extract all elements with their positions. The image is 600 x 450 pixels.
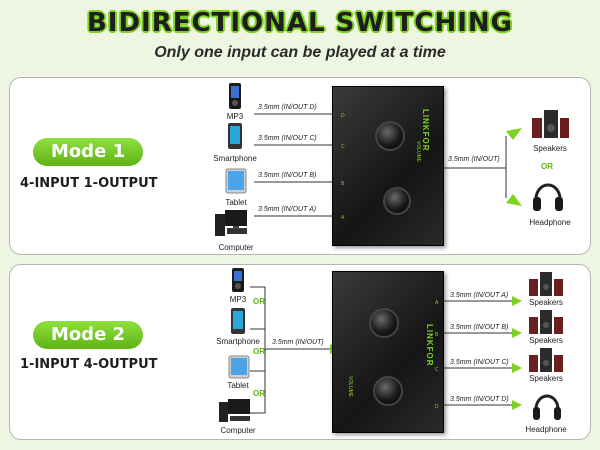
speakers-icon (529, 348, 563, 372)
mode2-switch-device: LINKFOR VOLUME A B C D (332, 271, 444, 433)
selector-knob (369, 308, 399, 338)
tablet-icon (228, 355, 250, 379)
mode2-device-label: Computer (220, 426, 256, 435)
mode2-output-label: Headphone (525, 425, 567, 434)
mode2-panel: Mode 2 1-INPUT 4-OUTPUT MP3 OR S (9, 264, 591, 440)
headphone-icon (533, 394, 561, 420)
mode2-output-label: Speakers (529, 374, 563, 383)
mode1-device-label: Tablet (225, 198, 247, 207)
mode1-cable-label: 3.5mm (IN/OUT C) (258, 135, 317, 142)
mode1-switch-device: LINKFOR VOLUME D C B A (332, 86, 444, 246)
mode1-output-cable-label: 3.5mm (IN/OUT) (448, 156, 500, 163)
volume-knob (375, 121, 405, 151)
brand-logo: LINKFOR (421, 109, 430, 152)
port-letter: C (341, 144, 345, 150)
computer-icon (215, 210, 247, 236)
mode2-device-label: Tablet (227, 381, 249, 390)
brand-logo: LINKFOR (425, 324, 434, 367)
mode1-device-label: Smartphone (213, 154, 257, 163)
smartphone-icon (228, 123, 242, 149)
mp3-player-icon (229, 83, 241, 109)
port-letter: D (435, 404, 439, 410)
port-letter: B (435, 332, 439, 338)
mode1-pill: Mode 1 (33, 138, 143, 166)
tablet-icon (225, 168, 247, 194)
volume-label: VOLUME (347, 376, 353, 398)
mode2-cable-label: 3.5mm (IN/OUT D) (450, 396, 509, 403)
port-letter: A (435, 300, 439, 306)
speakers-icon (529, 272, 563, 296)
computer-icon (219, 399, 250, 422)
mode2-input-cable-label: 3.5mm (IN/OUT) (272, 339, 324, 346)
mode2-or-label: OR (253, 297, 265, 306)
selector-knob (383, 187, 411, 215)
mode1-output-label: Speakers (533, 144, 567, 153)
mode1-cable-label: 3.5mm (IN/OUT B) (258, 172, 317, 179)
mode1-device-label: Computer (218, 243, 254, 252)
volume-label: VOLUME (415, 141, 421, 163)
mode2-device-label: Smartphone (216, 337, 260, 346)
mode2-output-label: Speakers (529, 298, 563, 307)
mode2-or-label: OR (253, 347, 265, 356)
mode2-subtitle: 1-INPUT 4-OUTPUT (20, 357, 158, 372)
mode2-cable-label: 3.5mm (IN/OUT B) (450, 324, 509, 331)
speakers-icon (532, 110, 569, 138)
mode2-or-label: OR (253, 389, 265, 398)
speakers-icon (529, 310, 563, 334)
mode1-cable-label: 3.5mm (IN/OUT A) (258, 206, 317, 213)
mode1-output-label: Headphone (529, 218, 571, 227)
mode1-cable-label: 3.5mm (IN/OUT D) (258, 104, 317, 111)
mode2-cable-label: 3.5mm (IN/OUT C) (450, 359, 509, 366)
smartphone-icon (231, 308, 245, 334)
port-letter: D (341, 113, 345, 119)
mode1-panel: Mode 1 4-INPUT 1-OUTPUT MP3 Smartpho (9, 77, 591, 255)
mode2-device-label: MP3 (229, 295, 247, 304)
mode2-pill: Mode 2 (33, 321, 143, 349)
port-letter: A (341, 215, 345, 221)
headphone-icon (533, 183, 563, 211)
volume-knob (373, 376, 403, 406)
page-subtitle: Only one input can be played at a time (154, 44, 446, 61)
port-letter: C (435, 367, 439, 373)
mode2-cable-label: 3.5mm (IN/OUT A) (450, 292, 509, 299)
mode1-or-label: OR (541, 162, 553, 171)
port-letter: B (341, 181, 345, 187)
mp3-player-icon (232, 268, 244, 292)
mode2-output-label: Speakers (529, 336, 563, 345)
mode1-device-label: MP3 (226, 112, 244, 121)
mode1-subtitle: 4-INPUT 1-OUTPUT (20, 176, 158, 191)
page-title: BIDIRECTIONAL SWITCHING (86, 8, 514, 38)
